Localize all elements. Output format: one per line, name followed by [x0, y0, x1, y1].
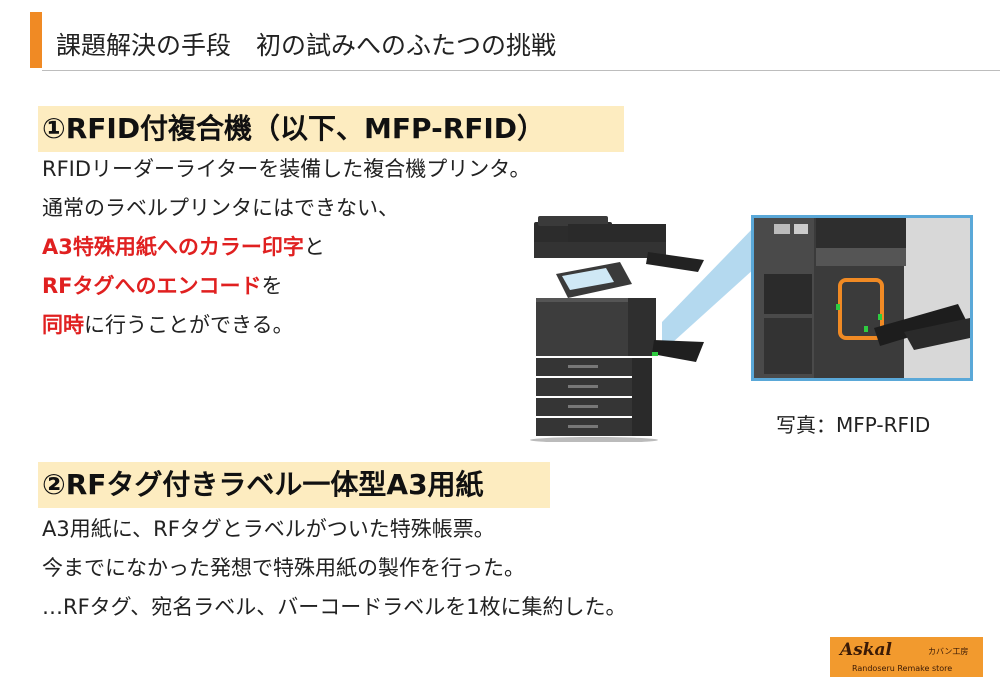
- section1-line5: 同時に行うことができる。: [42, 306, 531, 345]
- section2-heading: ②RFタグ付きラベル一体型A3用紙: [38, 462, 550, 508]
- section2-line3: …RFタグ、宛名ラベル、バーコードラベルを1枚に集約した。: [42, 595, 627, 619]
- section2-line1: A3用紙に、RFタグとラベルがついた特殊帳票。: [42, 517, 495, 541]
- emphasis-simultaneous: 同時: [42, 313, 84, 337]
- section1-line4-rest: を: [261, 274, 283, 298]
- section1-line5-rest: に行うことができる。: [84, 313, 294, 337]
- page-title: 課題解決の手段 初の試みへのふたつの挑戦: [56, 31, 557, 60]
- title-accent-bar: [30, 12, 42, 68]
- logo-brand-text: Askal: [840, 640, 893, 660]
- title-divider: [42, 70, 1000, 71]
- rfid-antenna-closeup-image: [751, 215, 973, 381]
- emphasis-color-print: A3特殊用紙へのカラー印字: [42, 235, 304, 259]
- section1-heading: ①RFID付複合機（以下、MFP-RFID）: [38, 106, 624, 152]
- section1-line3: A3特殊用紙へのカラー印字と: [42, 228, 531, 267]
- photo-caption: 写真：MFP-RFID: [776, 413, 931, 437]
- logo-subtitle: Randoseru Remake store: [852, 664, 953, 673]
- emphasis-rf-encode: RFタグへのエンコード: [42, 274, 262, 298]
- section2-line2: 今までになかった発想で特殊用紙の製作を行った。: [42, 556, 525, 580]
- section1-line1: RFIDリーダーライターを装備した複合機プリンタ。: [42, 157, 531, 181]
- section1-body: RFIDリーダーライターを装備した複合機プリンタ。 通常のラベルプリンタにはでき…: [42, 150, 531, 345]
- section1-line2: 通常のラベルプリンタにはできない、: [42, 196, 399, 220]
- mfp-printer-image: [530, 216, 704, 442]
- askal-logo: Askal カバン工房 Randoseru Remake store: [830, 637, 983, 677]
- section1-line3-rest: と: [303, 235, 325, 259]
- logo-jp-text: カバン工房: [928, 647, 969, 656]
- section1-line4: RFタグへのエンコードを: [42, 267, 531, 306]
- section2-body: A3用紙に、RFタグとラベルがついた特殊帳票。 今までになかった発想で特殊用紙の…: [42, 510, 627, 627]
